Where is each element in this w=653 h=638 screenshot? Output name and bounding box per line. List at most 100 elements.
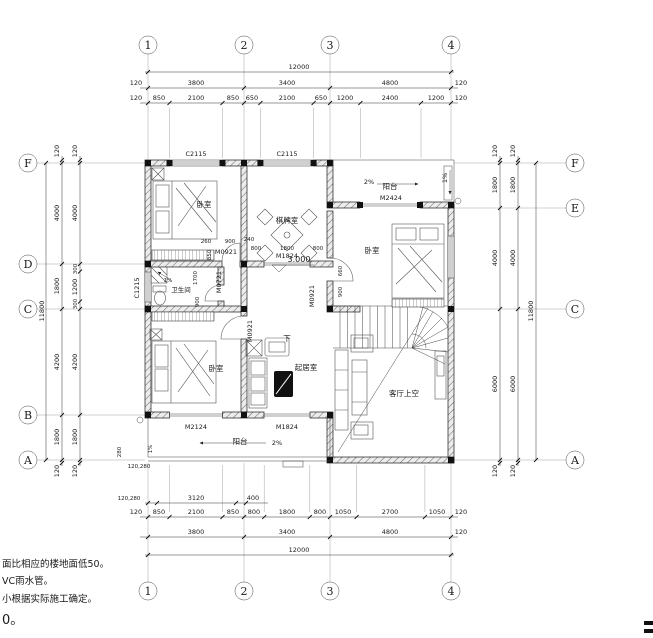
slope-2pct-bottom: 2% [272,439,282,447]
dimensions-bottom: 850 2100 850 800 1800 800 1050 2700 1050… [130,508,467,558]
axis-bubbles-top: 1 2 3 4 [138,35,461,55]
bathroom-fixtures [150,266,168,306]
elevation-mark: 3.000 [271,255,314,273]
dim: 1200 [337,94,354,102]
label-balcony-bottom: 阳台 [233,436,248,446]
dimensions-left: 11800 120 4000 1800 4200 1800 120 120 40… [38,145,83,477]
dim: 4800 [382,528,399,536]
dim: 1800 [279,508,296,516]
axis-2-bottom: 2 [241,585,248,598]
window-c2115-right [260,159,314,167]
axis-1-top: 1 [145,39,152,52]
dim: 1200 [71,279,79,296]
dim: 850 [227,508,239,516]
dim-120: 120 [130,79,142,87]
chess-table [256,208,318,262]
dim-120: 120 [455,528,467,536]
axis-F-left: F [24,157,32,170]
dim: 120 [509,465,517,477]
label-living-room: 起居室 [295,362,318,372]
dim: 650 [315,94,327,102]
dim: 4000 [71,205,79,222]
slope-1pct-bath: 1% [164,278,173,284]
dim: 900 [338,286,344,297]
axis-C-left: C [24,303,32,316]
window-c2115-left [169,159,223,167]
dim: 1200 [428,94,445,102]
axis-E-right: E [571,202,579,215]
slope-1pct-bottom: 1% [148,445,154,454]
dim: 4000 [53,205,61,222]
note-line-2: VC雨水管。 [2,575,53,587]
dim: 4000 [509,250,517,267]
label-bedroom-3: 卧室 [209,363,224,373]
wardrobe-bedroom3 [151,311,215,322]
dim: 1050 [429,508,446,516]
dim: 900 [195,296,201,307]
label-chess-room: 棋牌室 [276,215,299,225]
dim: 800 [251,246,262,252]
label-bedroom-2: 卧室 [365,245,380,255]
window-c1215 [144,271,152,303]
wardrobe-bedroom2 [391,298,445,308]
note-line-1: 面比相应的楼地面低50。 [2,558,109,570]
dim: 300 [73,263,79,274]
dim: 280 [117,446,123,457]
interior-dimensions: 260 900 240 800 1800 800 850 1700 900 66… [117,237,344,502]
dim: 4000 [491,250,499,267]
dimensions-top: 12000 3800 3400 4800 120 120 850 2100 85… [130,63,467,106]
axis-4-bottom: 4 [448,585,455,598]
dim-120: 120 [455,79,467,87]
stairs [333,305,449,453]
general-notes: 面比相应的楼地面低50。 VC雨水管。 小根据实际施工确定。 0。 [2,558,109,628]
dim: 260 [201,239,212,245]
living-room-furniture [245,337,293,409]
dim: 900 [225,239,236,245]
balcony-bottom-outline [136,416,331,506]
elevation-value: 3.000 [288,255,311,264]
windows [144,159,455,417]
rain-pipe-icon [136,416,144,424]
rain-pipe-icon [454,197,462,205]
axis-D-left: D [24,258,33,271]
dim-top-3800: 3800 [188,79,205,87]
dim-top-total: 12000 [289,63,310,71]
tag-m1824-top: M1824 [276,252,298,260]
axis-1-bottom: 1 [145,585,152,598]
dim-top-3400: 3400 [279,79,296,87]
page-edge-marks [644,621,653,633]
tag-c2115-2: C2115 [276,150,297,158]
tag-m2424: M2424 [380,194,402,202]
label-balcony-top: 阳台 [383,181,398,191]
door-m0921-bedroom1 [221,242,241,262]
balcony-door-m2124 [169,413,223,417]
dim: 4200 [71,354,79,371]
axis-3-bottom: 3 [327,585,334,598]
dim: 2400 [382,94,399,102]
label-stairs-down: 下 [283,334,291,343]
balcony-top-outline [332,159,462,205]
axis-A-right: A [570,454,580,467]
dim: 3120 [188,494,205,502]
dim: 3400 [279,528,296,536]
axis-C-right: C [571,303,579,316]
wardrobe-bedroom1 [151,249,215,261]
dim: 800 [313,246,324,252]
dim: 400 [247,494,259,502]
tag-m0921-a: M0921 [215,248,237,256]
dim: 1800 [53,429,61,446]
dim: 850 [207,249,213,260]
dim: 3800 [188,528,205,536]
dim: 850 [227,94,239,102]
label-bathroom: 卫生间 [171,285,191,294]
dim: 1800 [280,246,294,252]
tag-c1215: C1215 [133,277,141,298]
axis-B-left: B [24,409,32,422]
dim: 650 [246,94,258,102]
dim: 120,280 [118,496,141,502]
axis-2-top: 2 [241,39,248,52]
dim-120: 120 [130,508,142,516]
void-diagonal-line [337,307,429,453]
note-line-3: 小根据实际施工确定。 [2,593,97,605]
